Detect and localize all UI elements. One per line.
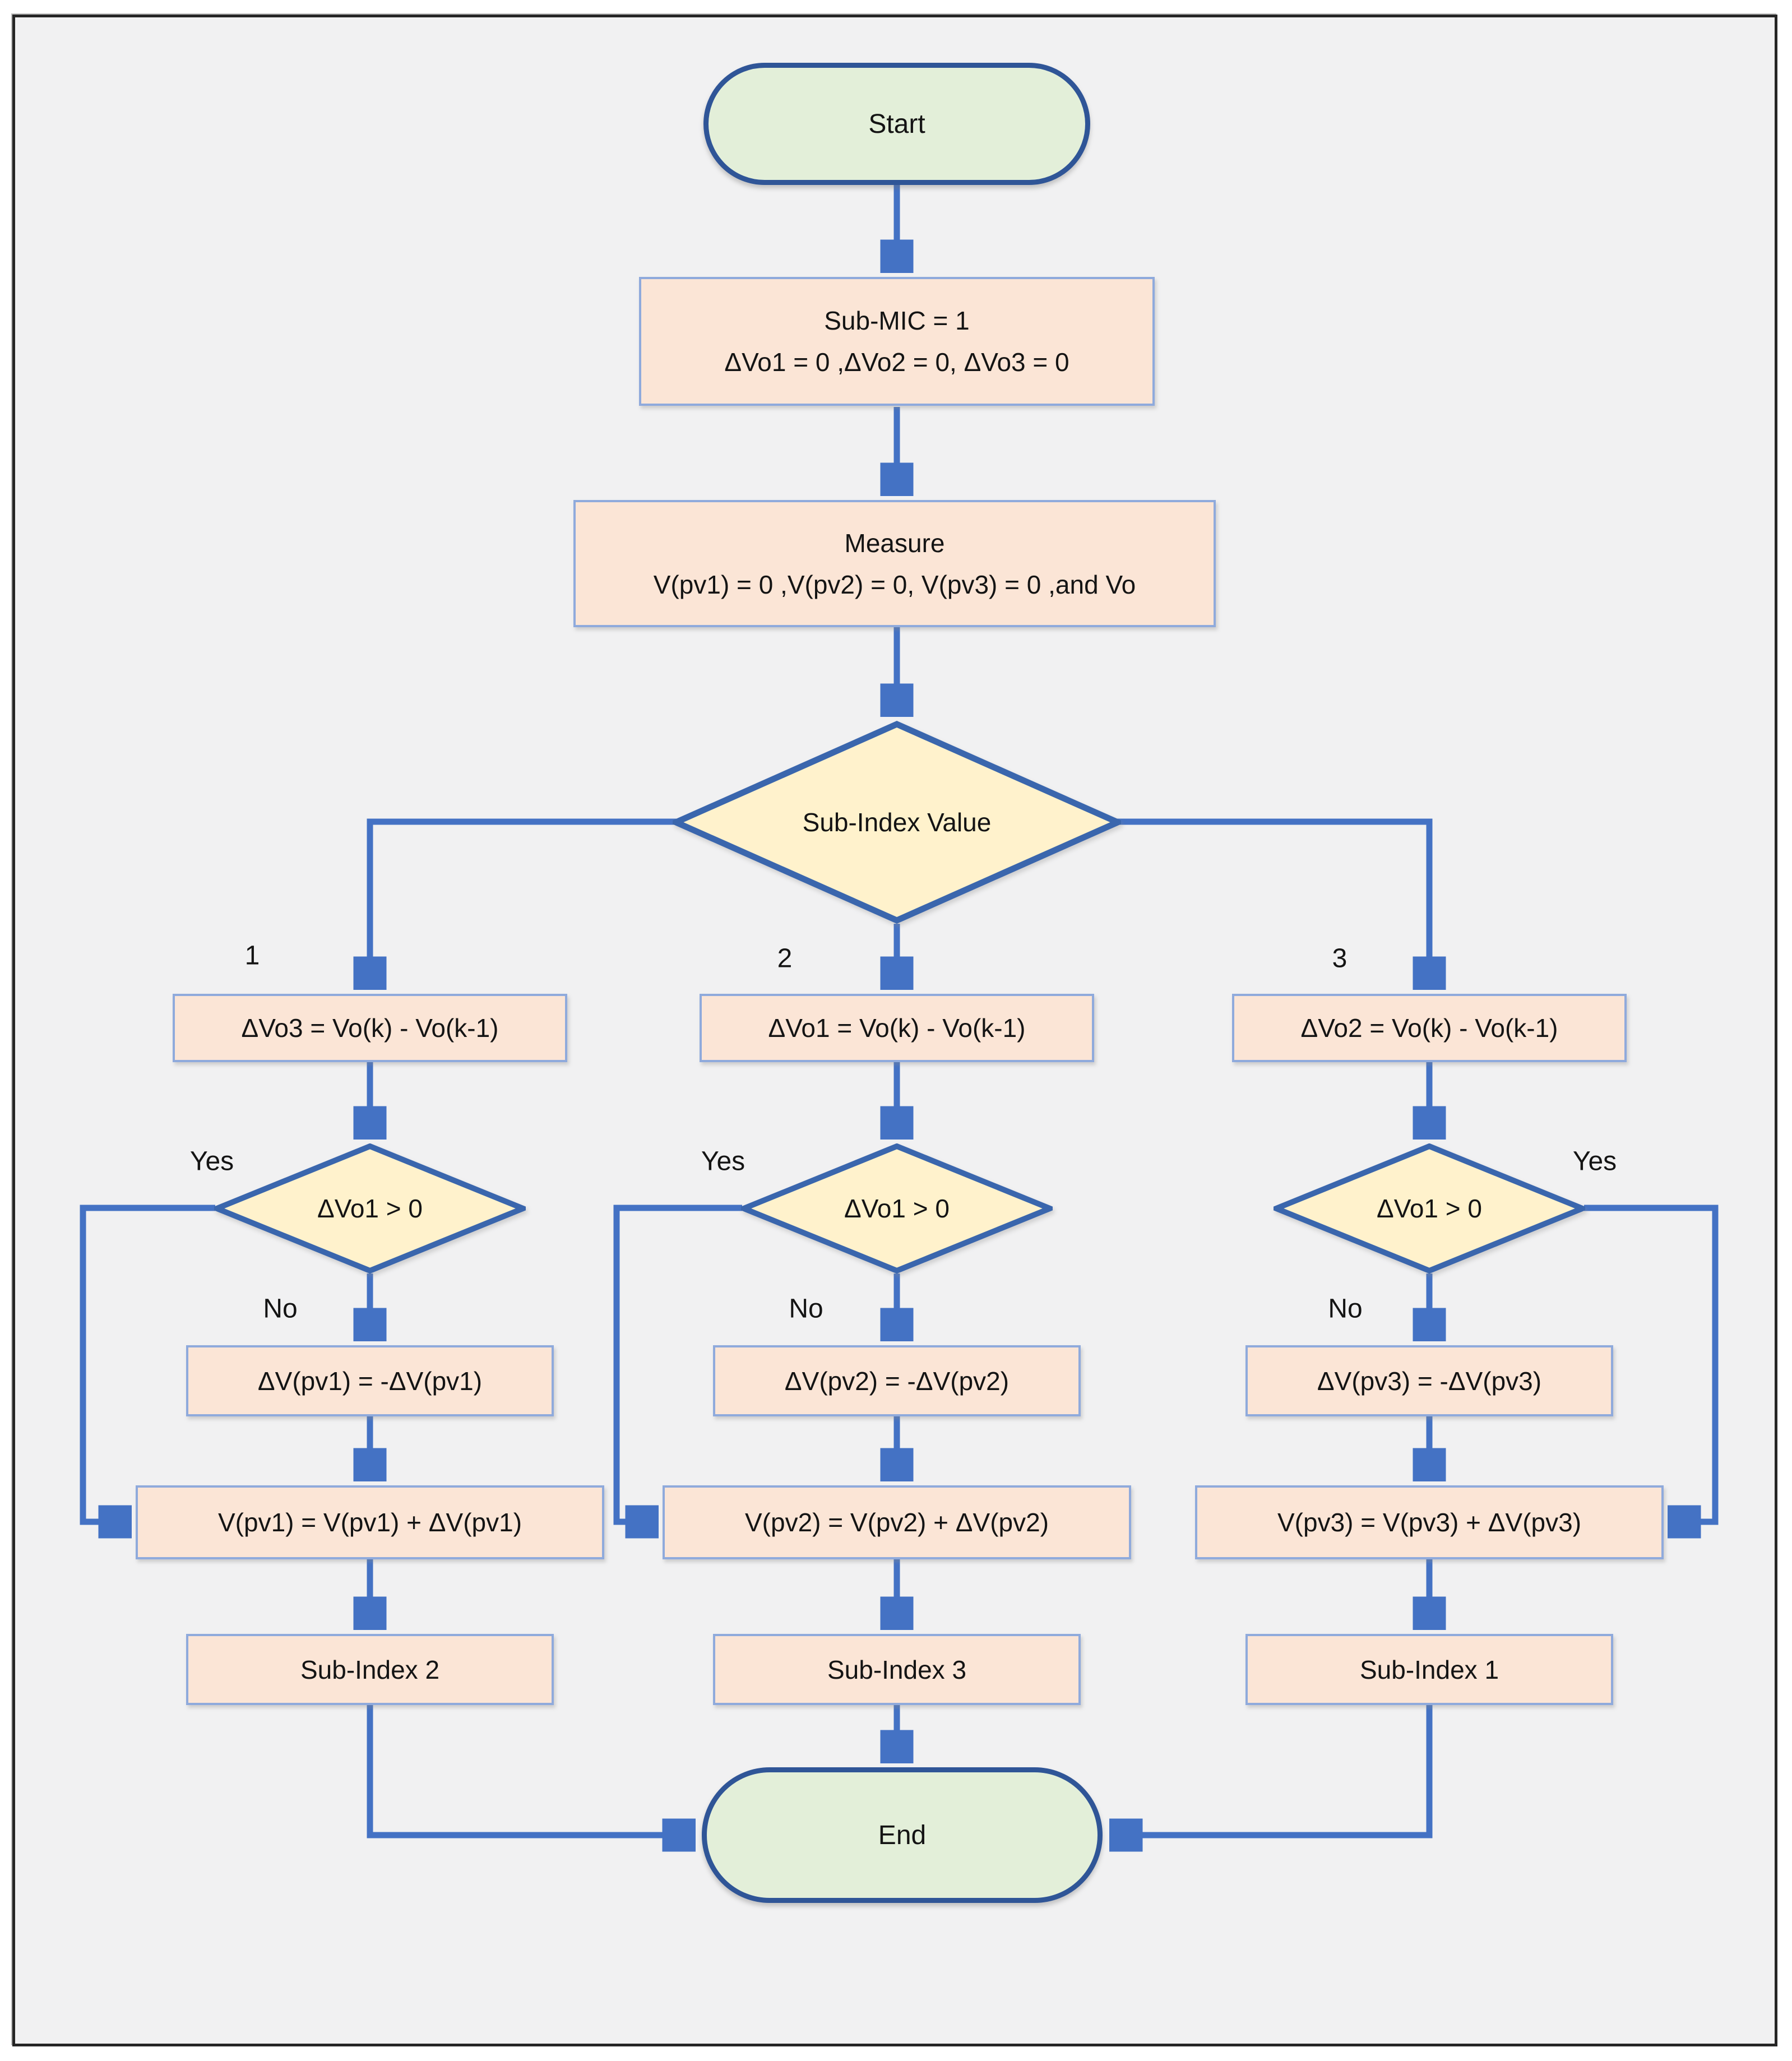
- edge-yes1: [80, 1205, 215, 1522]
- branch2-negate-label: ΔV(pv2) = -ΔV(pv2): [784, 1366, 1010, 1396]
- branch1-yes-label: Yes: [189, 1146, 234, 1177]
- branch1-delta-label: ΔVo3 = Vo(k) - Vo(k-1): [241, 1013, 499, 1043]
- branch2-yes-label: Yes: [701, 1146, 745, 1177]
- edge-yes2: [613, 1205, 742, 1522]
- branch3-subindex-label: Sub-Index 1: [1359, 1655, 1499, 1684]
- init-line2: ΔVo1 = 0 ,ΔVo2 = 0, ΔVo3 = 0: [724, 348, 1069, 377]
- branch3-case-label: 3: [1332, 943, 1348, 974]
- branch3-decision-node: ΔVo1 > 0: [1274, 1143, 1585, 1273]
- branch3-decision-label: ΔVo1 > 0: [1376, 1194, 1483, 1223]
- branch1-negate-box: ΔV(pv1) = -ΔV(pv1): [186, 1345, 554, 1416]
- branch1-decision-node: ΔVo1 > 0: [214, 1143, 526, 1273]
- branch3-subindex-box: Sub-Index 1: [1245, 1634, 1613, 1705]
- init-node: Sub-MIC = 1 ΔVo1 = 0 ,ΔVo2 = 0, ΔVo3 = 0: [639, 277, 1155, 406]
- end-node: End: [702, 1767, 1103, 1903]
- branch2-decision-label: ΔVo1 > 0: [844, 1194, 950, 1223]
- branch2-subindex-box: Sub-Index 3: [713, 1634, 1081, 1705]
- branch3-yes-label: Yes: [1572, 1146, 1617, 1177]
- branch2-negate-box: ΔV(pv2) = -ΔV(pv2): [713, 1345, 1081, 1416]
- measure-line1: Measure: [844, 528, 945, 558]
- branch3-no-label: No: [1328, 1294, 1363, 1324]
- edge-sub1-end: [367, 1705, 691, 1835]
- branch3-negate-label: ΔV(pv3) = -ΔV(pv3): [1317, 1366, 1542, 1396]
- start-label: Start: [868, 109, 925, 139]
- measure-line2: V(pv1) = 0 ,V(pv2) = 0, V(pv3) = 0 ,and …: [653, 569, 1136, 599]
- branch3-update-box: V(pv3) = V(pv3) + ΔV(pv3): [1195, 1485, 1664, 1559]
- edge-decision-branch3: [1117, 818, 1429, 985]
- branch2-delta-label: ΔVo1 = Vo(k) - Vo(k-1): [768, 1013, 1026, 1043]
- start-node: Start: [703, 63, 1090, 185]
- end-label: End: [878, 1820, 927, 1850]
- branch2-update-label: V(pv2) = V(pv2) + ΔV(pv2): [744, 1508, 1049, 1537]
- branch1-update-box: V(pv1) = V(pv1) + ΔV(pv1): [136, 1485, 604, 1559]
- branch2-no-label: No: [789, 1294, 823, 1324]
- branch1-decision-label: ΔVo1 > 0: [317, 1194, 423, 1223]
- edge-decision-branch1: [370, 818, 677, 985]
- subindex-decision-label: Sub-Index Value: [802, 808, 992, 837]
- edge-yes3: [1584, 1205, 1719, 1522]
- subindex-decision-node: Sub-Index Value: [673, 721, 1121, 924]
- edge-sub3-end: [1114, 1705, 1433, 1835]
- branch1-case-label: 1: [244, 941, 260, 971]
- branch2-subindex-label: Sub-Index 3: [827, 1655, 967, 1684]
- measure-node: Measure V(pv1) = 0 ,V(pv2) = 0, V(pv3) =…: [573, 500, 1216, 627]
- branch3-delta-box: ΔVo2 = Vo(k) - Vo(k-1): [1232, 994, 1627, 1062]
- branch2-update-box: V(pv2) = V(pv2) + ΔV(pv2): [663, 1485, 1131, 1559]
- branch2-decision-node: ΔVo1 > 0: [741, 1143, 1053, 1273]
- branch1-negate-label: ΔV(pv1) = -ΔV(pv1): [257, 1366, 483, 1396]
- branch3-delta-label: ΔVo2 = Vo(k) - Vo(k-1): [1300, 1013, 1558, 1043]
- branch1-delta-box: ΔVo3 = Vo(k) - Vo(k-1): [173, 994, 567, 1062]
- init-line1: Sub-MIC = 1: [824, 306, 970, 335]
- branch1-update-label: V(pv1) = V(pv1) + ΔV(pv1): [217, 1508, 522, 1537]
- branch2-delta-box: ΔVo1 = Vo(k) - Vo(k-1): [700, 994, 1094, 1062]
- branch3-update-label: V(pv3) = V(pv3) + ΔV(pv3): [1277, 1508, 1582, 1537]
- branch1-no-label: No: [263, 1294, 298, 1324]
- branch2-case-label: 2: [777, 943, 793, 974]
- branch1-subindex-box: Sub-Index 2: [186, 1634, 554, 1705]
- branch3-negate-box: ΔV(pv3) = -ΔV(pv3): [1245, 1345, 1613, 1416]
- branch1-subindex-label: Sub-Index 2: [300, 1655, 440, 1684]
